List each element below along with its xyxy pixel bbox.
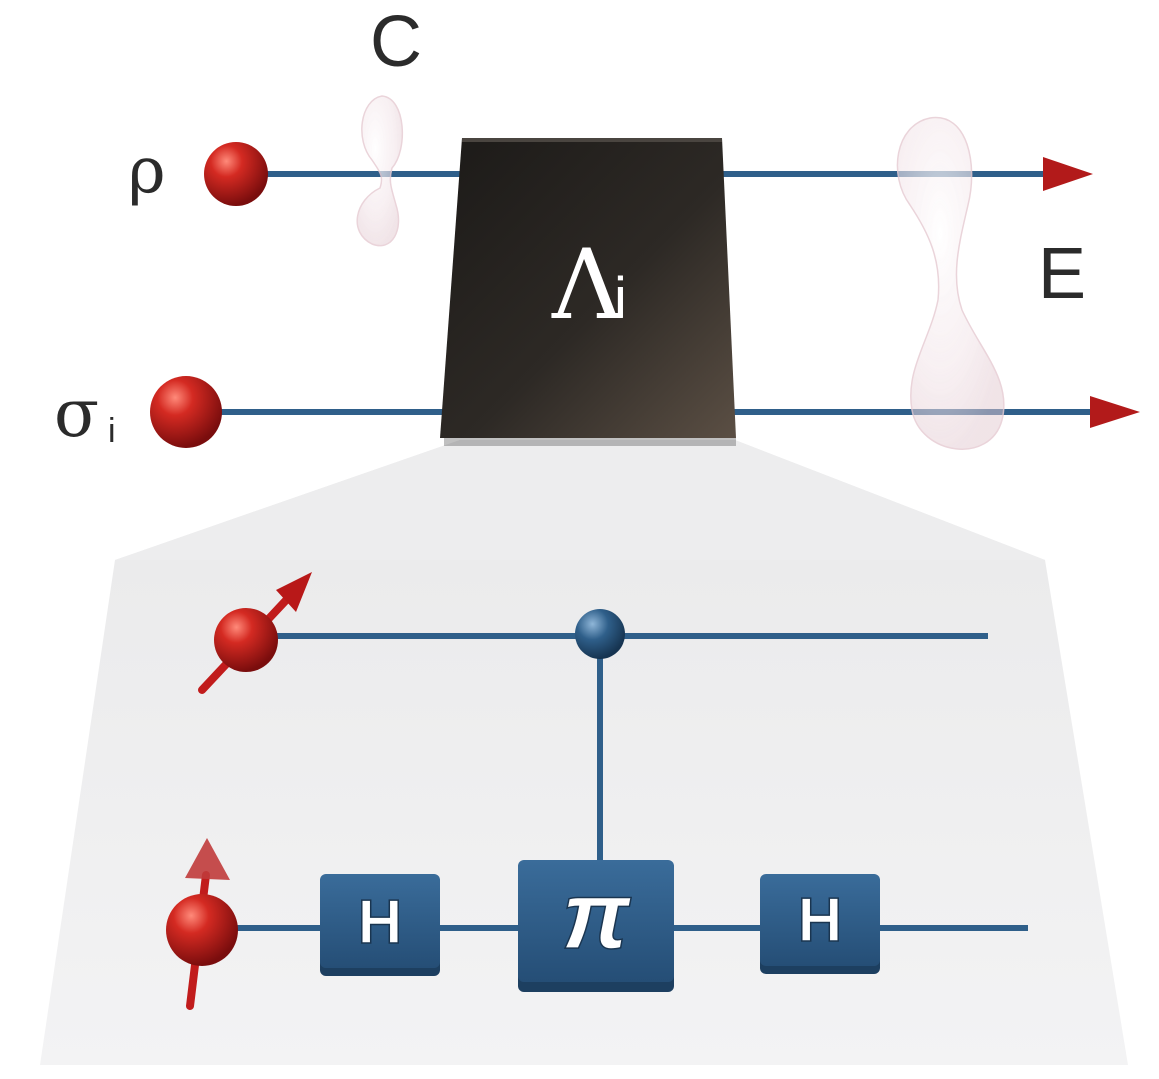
rho-output-arrowhead <box>1043 157 1093 191</box>
correlation-c-shape <box>356 95 404 247</box>
rho-label: ρ <box>128 134 166 208</box>
sigma-subscript: i <box>108 412 116 450</box>
sigma-label: σ <box>54 375 99 452</box>
correlation-label-c: C <box>370 2 422 82</box>
zoom-projection-top-face <box>115 440 1045 560</box>
hadamard-gate-2: H <box>760 874 880 974</box>
control-qubit-spin <box>198 572 312 694</box>
channel-box-top-edge <box>462 138 722 142</box>
hadamard-gate-1: H <box>320 874 440 976</box>
entanglement-label-e: E <box>1038 234 1086 314</box>
control-dot <box>575 609 625 659</box>
rho-input-sphere <box>204 142 268 206</box>
sigma-input-sphere <box>150 376 222 448</box>
entanglement-e-shape <box>896 116 1005 450</box>
channel-box-shadow <box>444 438 736 446</box>
channel-box <box>440 138 736 438</box>
svg-text:π: π <box>562 862 632 969</box>
channel-lambda-label: Λ <box>551 229 623 341</box>
svg-text:H: H <box>358 888 403 957</box>
sigma-output-arrowhead <box>1090 396 1140 428</box>
controlled-pi-gate: π <box>518 860 674 992</box>
channel-lambda-subscript: i <box>614 266 627 331</box>
target-qubit-spin <box>166 838 238 1010</box>
svg-text:H: H <box>798 886 843 955</box>
